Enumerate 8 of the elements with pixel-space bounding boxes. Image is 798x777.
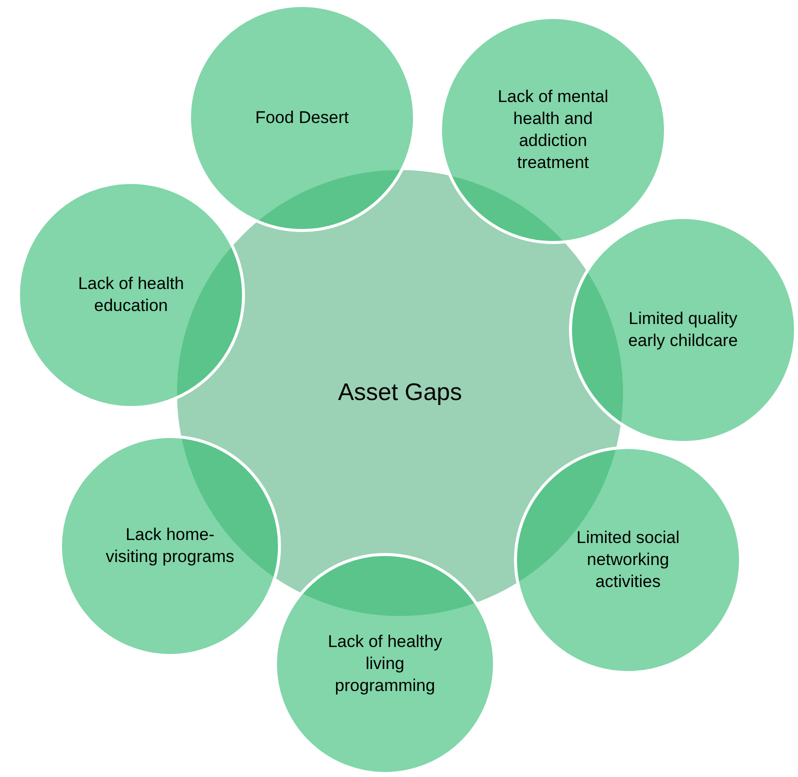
- node-label: Lack of health education: [77, 272, 185, 317]
- node-label: Lack of healthy living programming: [326, 630, 444, 698]
- node-label: Food Desert: [255, 106, 349, 129]
- node-label: Asset Gaps: [338, 378, 462, 408]
- node-label: Lack of mental health and addiction treatment: [496, 86, 610, 174]
- node-label: Lack home-visiting programs: [104, 524, 236, 568]
- node-label: Limited social networking activities: [576, 526, 680, 594]
- node-label: Limited quality early childcare: [627, 308, 739, 352]
